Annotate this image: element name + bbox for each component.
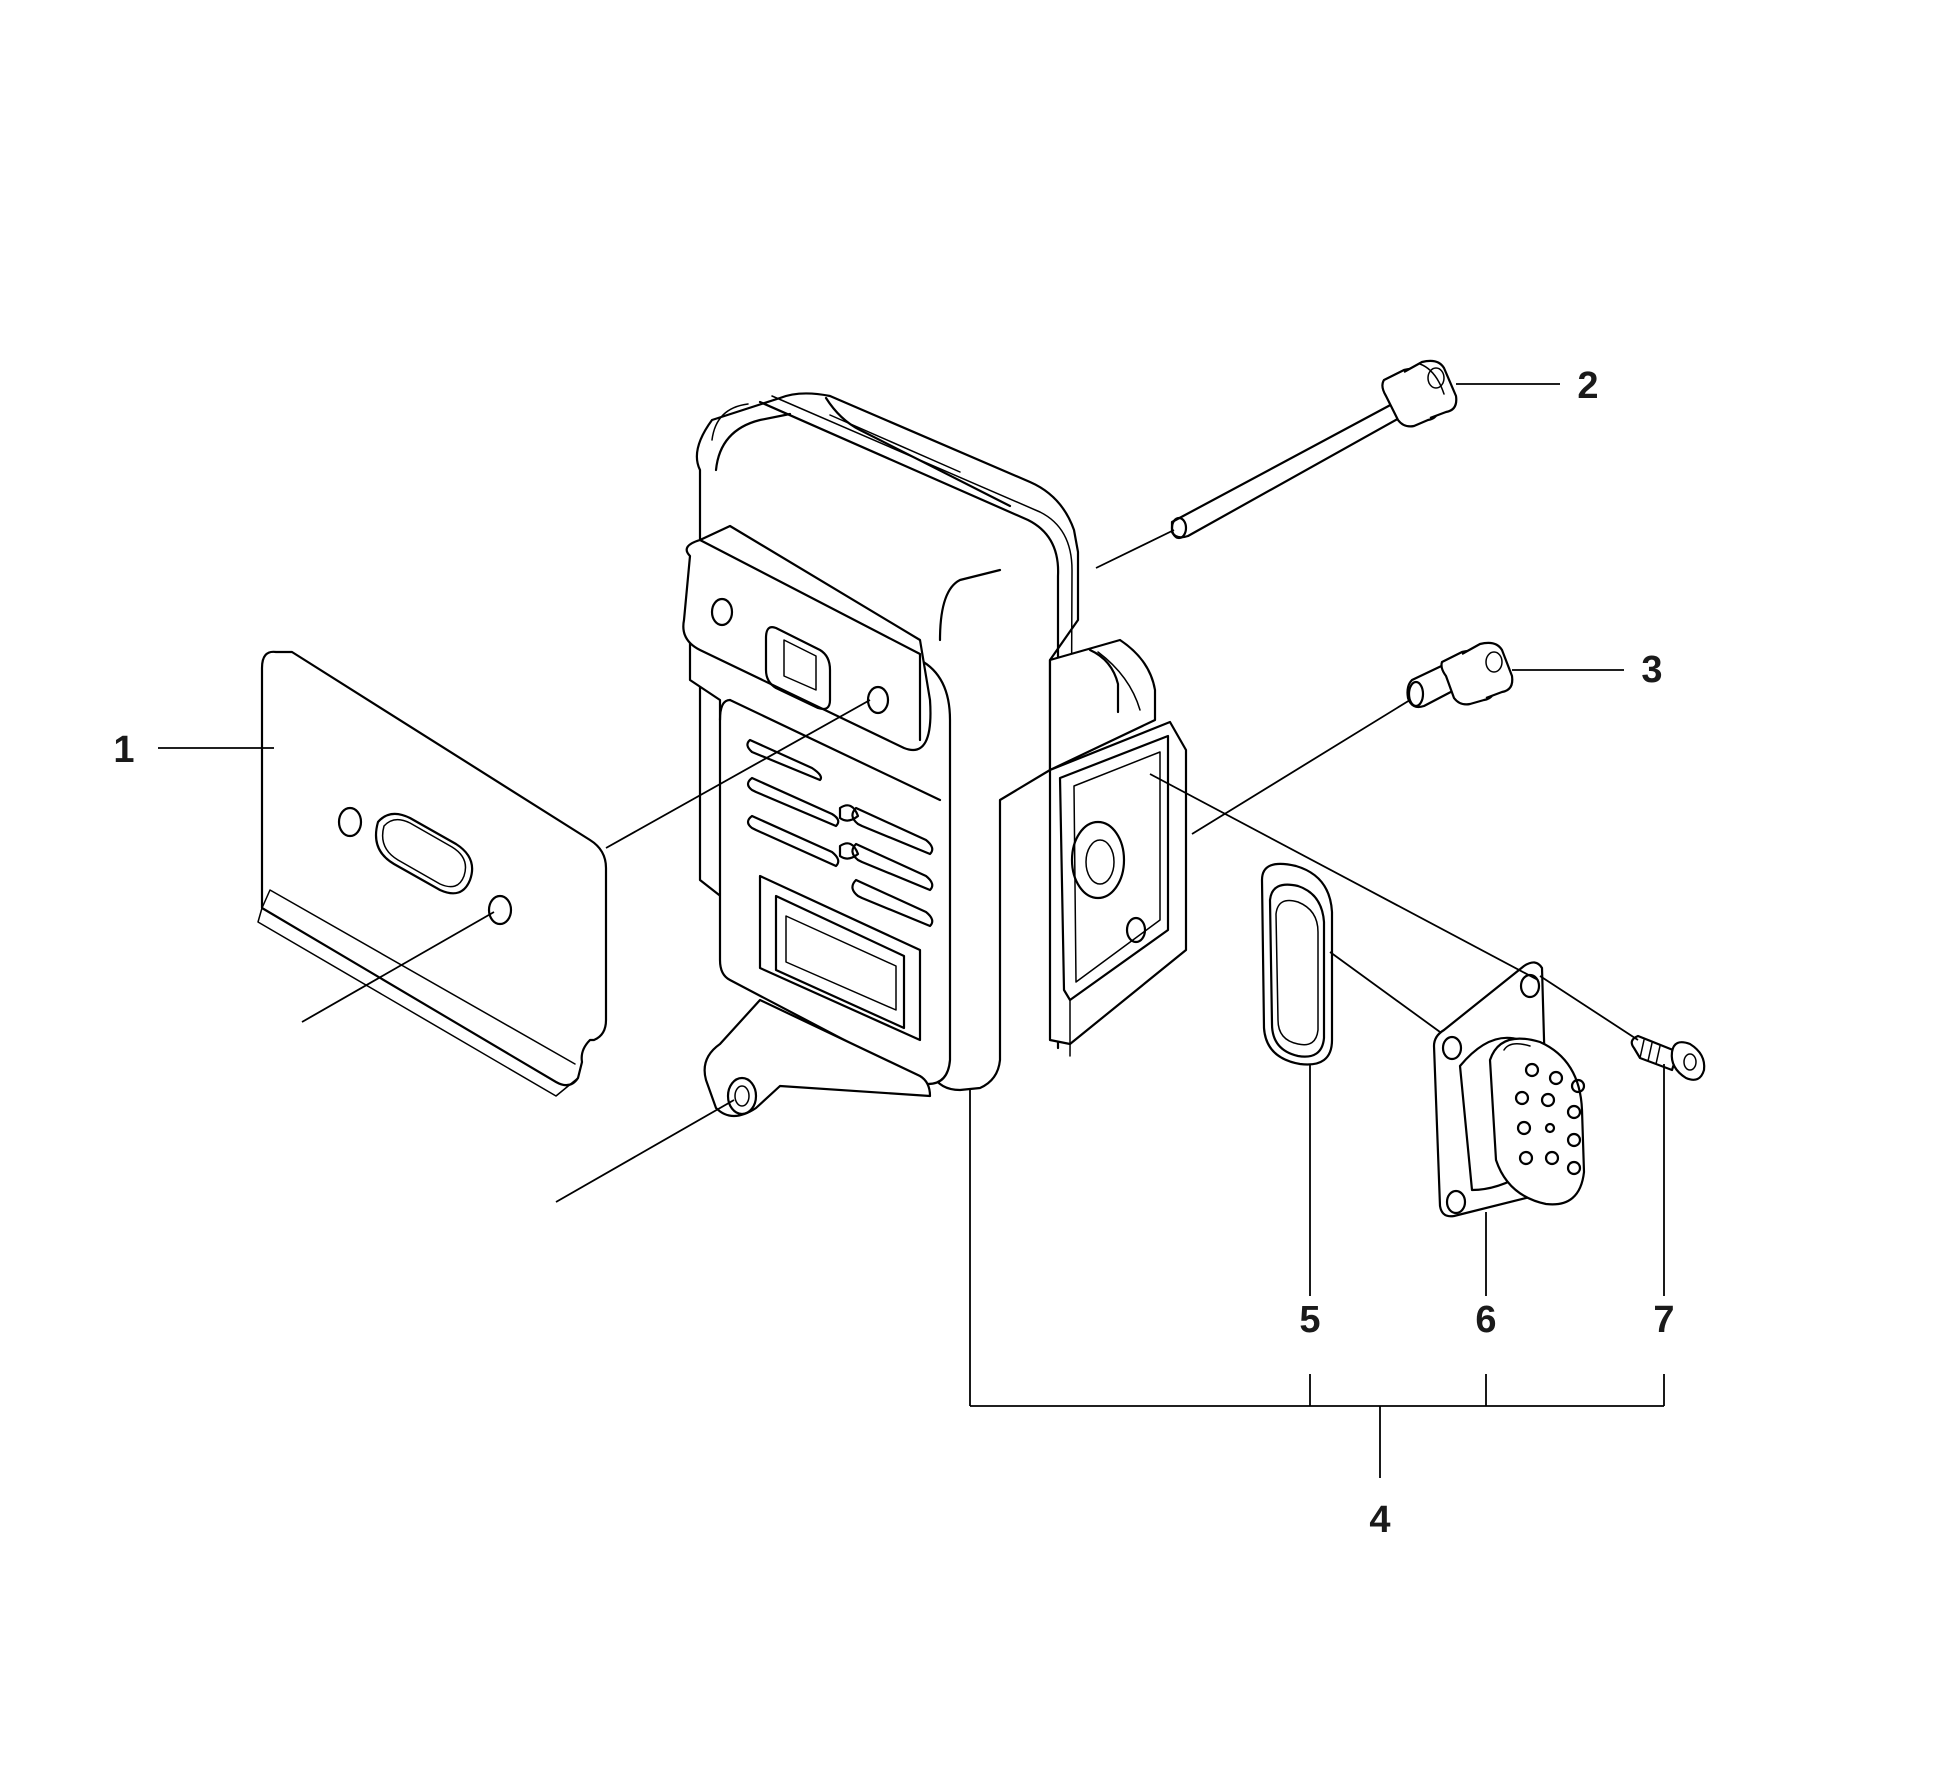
callout-2: 2 <box>1577 365 1598 407</box>
alignment-line-lower <box>301 911 495 1023</box>
callout-5: 5 <box>1299 1299 1320 1341</box>
callout-7: 7 <box>1653 1299 1674 1341</box>
short-bolt <box>1406 641 1514 709</box>
long-bolt <box>1170 359 1458 540</box>
alignment-line-upper <box>605 699 871 849</box>
screw <box>1630 1034 1706 1081</box>
alignment-line-bolt-2 <box>1095 529 1175 569</box>
alignment-line-bolt-3 <box>1191 699 1411 835</box>
alignment-line-screen <box>1149 773 1539 981</box>
spark-arrestor-gasket <box>1260 862 1334 1066</box>
leader-lines <box>158 383 1665 1478</box>
callout-6: 6 <box>1475 1299 1496 1341</box>
callout-1: 1 <box>113 729 134 771</box>
callout-labels: 1 2 3 4 5 6 7 <box>113 365 1674 1541</box>
callout-4: 4 <box>1369 1499 1390 1541</box>
muffler-body <box>682 392 1188 1118</box>
spark-arrestor-screen <box>1432 961 1586 1218</box>
heat-shield-gasket <box>257 650 608 1097</box>
callout-3: 3 <box>1641 649 1662 691</box>
alignment-line-gasket <box>1329 951 1441 1033</box>
alignment-line-lug <box>555 1099 735 1203</box>
alignment-line-screw <box>1539 975 1639 1041</box>
